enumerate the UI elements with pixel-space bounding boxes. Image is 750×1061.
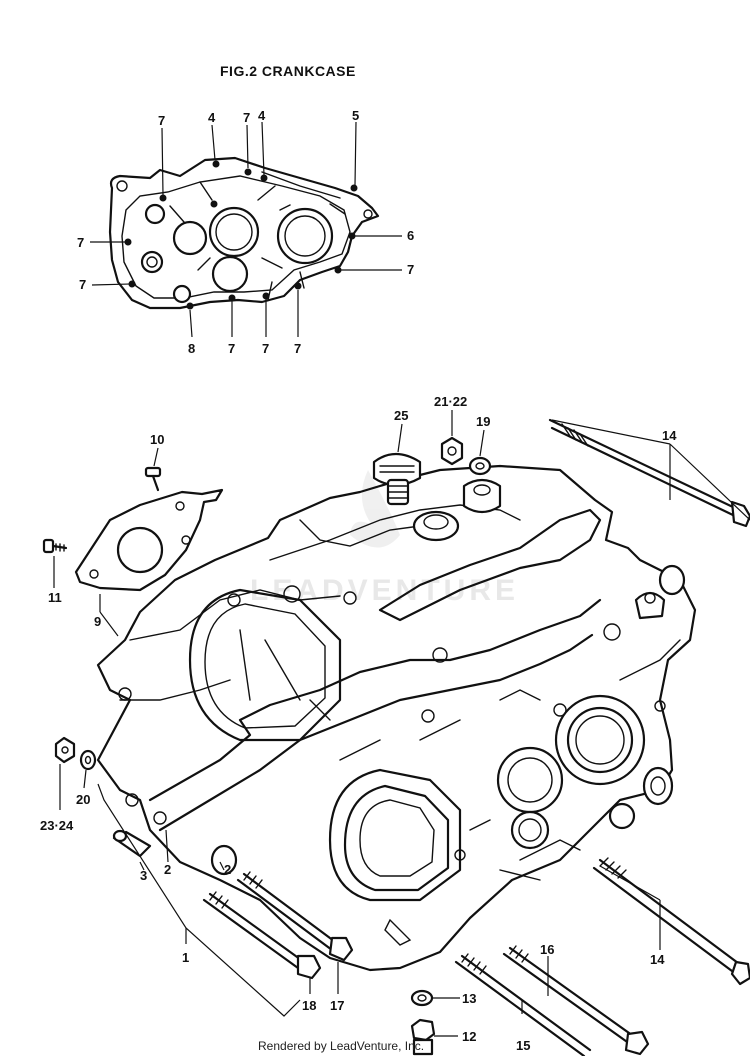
nut-and-washer-stack <box>440 436 502 514</box>
stud-bolt-16 <box>502 945 650 1056</box>
footer-credit: Rendered by LeadVenture, Inc. <box>258 1039 424 1053</box>
part-label: 21·22 <box>434 394 467 409</box>
inset-label: 7 <box>407 262 414 277</box>
part-label: 17 <box>330 998 344 1013</box>
part-label: 11 <box>48 590 62 605</box>
leader-lines <box>53 410 750 1037</box>
part-label: 9 <box>94 614 101 629</box>
washer-13 <box>410 989 434 1007</box>
inset-label: 7 <box>79 277 86 292</box>
part-label: 16 <box>540 942 554 957</box>
part-label: 1 <box>182 950 189 965</box>
filler-cap <box>372 452 422 506</box>
screw-10 <box>144 466 162 492</box>
stud-bolt-14-bottom <box>592 857 750 986</box>
inset-label: 7 <box>228 341 235 356</box>
part-label: 18 <box>302 998 316 1013</box>
stud-bolt-17 <box>236 871 354 962</box>
part-label: 10 <box>150 432 164 447</box>
part-label: 2 <box>164 862 171 877</box>
gasket-plate <box>74 488 224 592</box>
part-label: 25 <box>394 408 408 423</box>
part-label: 14 <box>650 952 665 967</box>
part-label: 15 <box>516 1038 530 1053</box>
part-label: 13 <box>462 991 476 1006</box>
stud-bolt-18 <box>202 891 322 980</box>
part-label: 2 <box>224 862 231 877</box>
part-label: 12 <box>462 1029 476 1044</box>
part-label: 20 <box>76 792 90 807</box>
crankcase-assembly <box>96 464 697 972</box>
inset-label: 5 <box>352 108 359 123</box>
figure-title: FIG.2 CRANKCASE <box>220 63 356 79</box>
inset-label: 4 <box>258 108 266 123</box>
seal-ring <box>412 510 460 542</box>
screw-11 <box>42 538 68 554</box>
inset-crankcase-top-view <box>90 121 402 338</box>
part-label: 14 <box>662 428 677 443</box>
part-label: 19 <box>476 414 490 429</box>
drain-plug-12 <box>410 1018 436 1056</box>
inset-label: 7 <box>243 110 250 125</box>
nut-23-24 <box>54 736 76 764</box>
stud-bolt-15 <box>454 953 592 1058</box>
stud-bolt-14-top <box>548 418 750 528</box>
inset-label: 7 <box>262 341 269 356</box>
inset-label: 6 <box>407 228 414 243</box>
inset-label: 7 <box>158 113 165 128</box>
inset-label: 7 <box>294 341 301 356</box>
part-label: 3 <box>140 868 147 883</box>
part-label: 23·24 <box>40 818 74 833</box>
inset-label: 8 <box>188 341 195 356</box>
washer-20 <box>79 749 97 771</box>
inset-label: 4 <box>208 110 216 125</box>
inset-label: 7 <box>77 235 84 250</box>
